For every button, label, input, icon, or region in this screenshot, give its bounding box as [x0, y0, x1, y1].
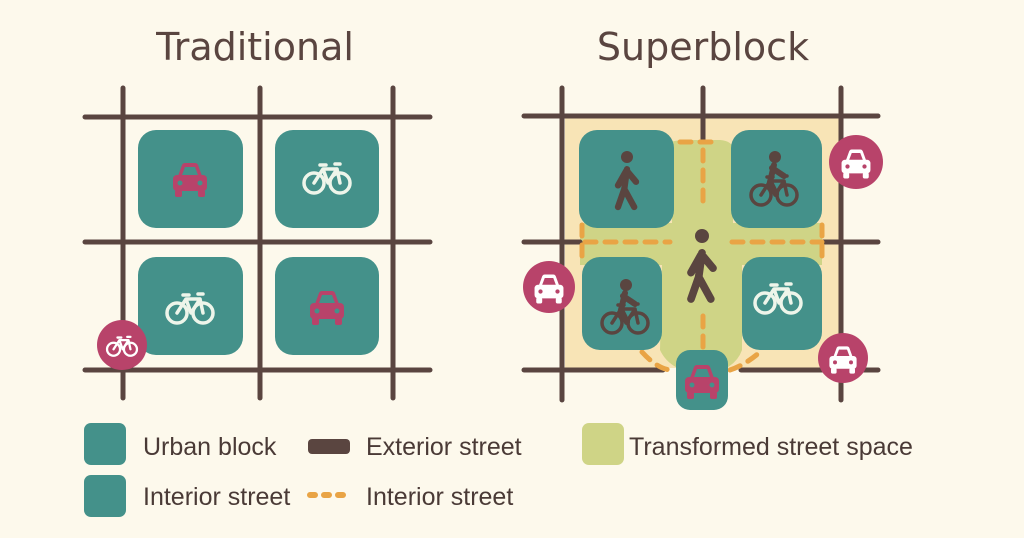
- superblock-title: Superblock: [597, 25, 809, 69]
- legend-label-interior-dashed: Interior street: [366, 483, 513, 511]
- superblock-grid: [521, 85, 883, 410]
- urban-block: [138, 257, 243, 355]
- legend-label-transformed: Transformed street space: [629, 433, 913, 461]
- legend-swatch-transformed: [582, 423, 624, 465]
- pedestrian-icon: [618, 151, 636, 207]
- interior-street-dashed: [579, 139, 825, 373]
- legend-swatch-interior-street: [84, 475, 126, 517]
- traditional-title: Traditional: [155, 25, 354, 69]
- legend: Urban block Exterior street Transformed …: [84, 423, 913, 517]
- legend-swatch-exterior-street: [308, 439, 350, 454]
- legend-swatch-urban-block: [84, 423, 126, 465]
- traditional-grid: [82, 85, 433, 401]
- urban-block: [731, 130, 822, 228]
- legend-label-urban-block: Urban block: [143, 433, 277, 461]
- legend-label-exterior-street: Exterior street: [366, 433, 522, 461]
- legend-label-interior-street: Interior street: [143, 483, 290, 511]
- pedestrian-icon: [691, 229, 713, 299]
